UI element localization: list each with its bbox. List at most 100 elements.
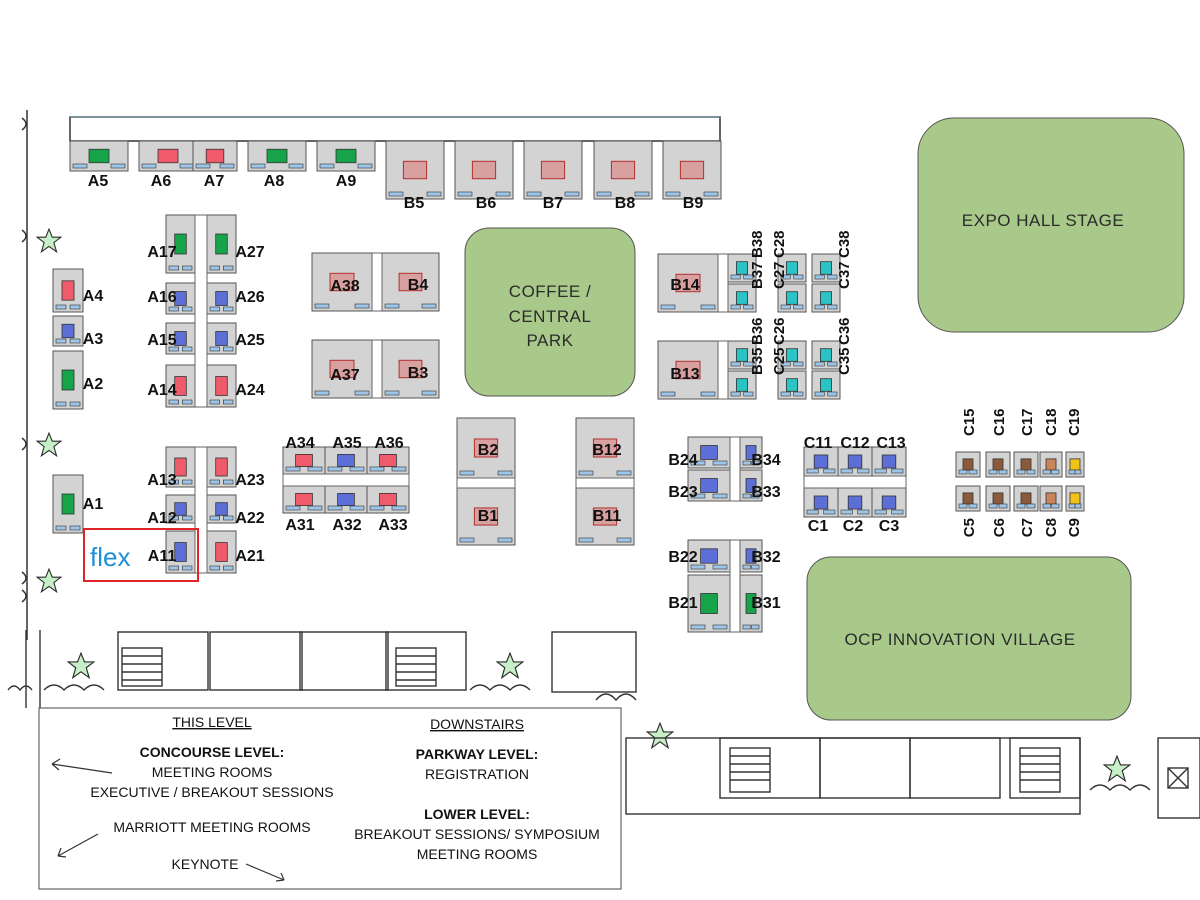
- booth-label-c36: C36: [836, 317, 853, 345]
- booth-label-a14: A14: [147, 382, 176, 399]
- booth-c5[interactable]: [955, 485, 981, 512]
- booth-label-b33: B33: [751, 484, 780, 501]
- booth-label-b32: B32: [751, 549, 780, 566]
- booth-a32[interactable]: [324, 485, 368, 514]
- booth-a2[interactable]: [52, 350, 84, 410]
- booth-c37[interactable]: [811, 283, 841, 313]
- booth-b11[interactable]: [575, 487, 635, 546]
- booth-b12[interactable]: [575, 417, 635, 479]
- booth-b38[interactable]: [727, 253, 757, 283]
- booth-b33[interactable]: [739, 469, 763, 502]
- booth-b36[interactable]: [727, 340, 757, 370]
- booth-c25[interactable]: [777, 370, 807, 400]
- booth-b22[interactable]: [687, 539, 731, 573]
- flex-sponsor-highlight[interactable]: flex: [83, 528, 199, 582]
- booth-b8[interactable]: [593, 140, 653, 200]
- booth-c3[interactable]: [871, 487, 907, 518]
- booth-label-c26: C26: [771, 317, 788, 345]
- booth-b13[interactable]: [657, 340, 719, 400]
- booth-c9[interactable]: [1065, 485, 1085, 512]
- booth-a6[interactable]: [138, 140, 198, 172]
- coffee-label-2: CENTRAL: [509, 307, 592, 326]
- booth-c15[interactable]: [955, 451, 981, 478]
- booth-c27[interactable]: [777, 283, 807, 313]
- lower-meeting-rooms-label: MEETING ROOMS: [417, 846, 538, 862]
- booth-c19[interactable]: [1065, 451, 1085, 478]
- booth-a11[interactable]: [165, 530, 196, 574]
- booth-c1[interactable]: [803, 487, 839, 518]
- booth-c26[interactable]: [777, 340, 807, 370]
- booth-c35[interactable]: [811, 370, 841, 400]
- booth-label-a17: A17: [147, 244, 176, 261]
- ocp-innovation-village[interactable]: OCP INNOVATION VILLAGE: [806, 556, 1132, 721]
- booth-b35[interactable]: [727, 370, 757, 400]
- booth-c7[interactable]: [1013, 485, 1039, 512]
- booth-a3[interactable]: [52, 315, 84, 347]
- booth-c38[interactable]: [811, 253, 841, 283]
- booth-b14[interactable]: [657, 253, 719, 313]
- booth-a8[interactable]: [247, 140, 307, 172]
- booth-b21[interactable]: [687, 574, 731, 633]
- booth-a27[interactable]: [206, 214, 237, 274]
- booth-c36[interactable]: [811, 340, 841, 370]
- booth-a36[interactable]: [366, 446, 410, 475]
- booth-a9[interactable]: [316, 140, 376, 172]
- booth-b31[interactable]: [739, 574, 763, 633]
- booth-label-a31: A31: [285, 517, 314, 534]
- booth-a37[interactable]: [311, 339, 373, 399]
- booth-a16[interactable]: [165, 282, 196, 315]
- booth-a12[interactable]: [165, 494, 196, 524]
- parkway-level-label: PARKWAY LEVEL:: [416, 746, 539, 762]
- booth-b23[interactable]: [687, 469, 731, 502]
- booth-a21[interactable]: [206, 530, 237, 574]
- arrow-left-icon: [51, 758, 113, 774]
- expo-hall-stage[interactable]: EXPO HALL STAGE: [917, 117, 1185, 333]
- booth-c2[interactable]: [837, 487, 873, 518]
- coffee-central-park[interactable]: COFFEE / CENTRAL PARK: [464, 227, 636, 397]
- booth-label-a5: A5: [88, 173, 109, 190]
- booth-a4[interactable]: [52, 268, 84, 313]
- booth-a24[interactable]: [206, 364, 237, 408]
- booth-b7[interactable]: [523, 140, 583, 200]
- booth-label-a3: A3: [83, 331, 104, 348]
- booth-a25[interactable]: [206, 322, 237, 355]
- booth-c13[interactable]: [871, 446, 907, 477]
- booth-a34[interactable]: [282, 446, 326, 475]
- booth-a31[interactable]: [282, 485, 326, 514]
- booth-a33[interactable]: [366, 485, 410, 514]
- booth-a23[interactable]: [206, 446, 237, 488]
- booth-a35[interactable]: [324, 446, 368, 475]
- booth-b5[interactable]: [385, 140, 445, 200]
- booth-a14[interactable]: [165, 364, 196, 408]
- booth-c6[interactable]: [985, 485, 1011, 512]
- coffee-label-3: PARK: [526, 331, 573, 350]
- booth-a22[interactable]: [206, 494, 237, 524]
- booth-c17[interactable]: [1013, 451, 1039, 478]
- booth-label-b21: B21: [668, 595, 697, 612]
- booth-c16[interactable]: [985, 451, 1011, 478]
- booth-label-b3: B3: [408, 365, 429, 382]
- booth-a17[interactable]: [165, 214, 196, 274]
- booth-b9[interactable]: [662, 140, 722, 200]
- booth-b24[interactable]: [687, 436, 731, 469]
- booth-b6[interactable]: [454, 140, 514, 200]
- booth-a26[interactable]: [206, 282, 237, 315]
- booth-label-a26: A26: [235, 289, 264, 306]
- meeting-rooms-label: MEETING ROOMS: [152, 764, 273, 780]
- booth-b3[interactable]: [381, 339, 440, 399]
- booth-c12[interactable]: [837, 446, 873, 477]
- booth-c28[interactable]: [777, 253, 807, 283]
- booth-b2[interactable]: [456, 417, 516, 479]
- booth-a1[interactable]: [52, 474, 84, 534]
- booth-label-b2: B2: [478, 442, 499, 459]
- booth-b1[interactable]: [456, 487, 516, 546]
- booth-a5[interactable]: [69, 140, 129, 172]
- booth-a7[interactable]: [192, 140, 238, 172]
- booth-a38[interactable]: [311, 252, 373, 312]
- booth-c8[interactable]: [1039, 485, 1063, 512]
- booth-label-a35: A35: [332, 435, 361, 452]
- booth-c18[interactable]: [1039, 451, 1063, 478]
- booth-label-b24: B24: [668, 452, 697, 469]
- booth-c11[interactable]: [803, 446, 839, 477]
- booth-label-b9: B9: [683, 195, 704, 212]
